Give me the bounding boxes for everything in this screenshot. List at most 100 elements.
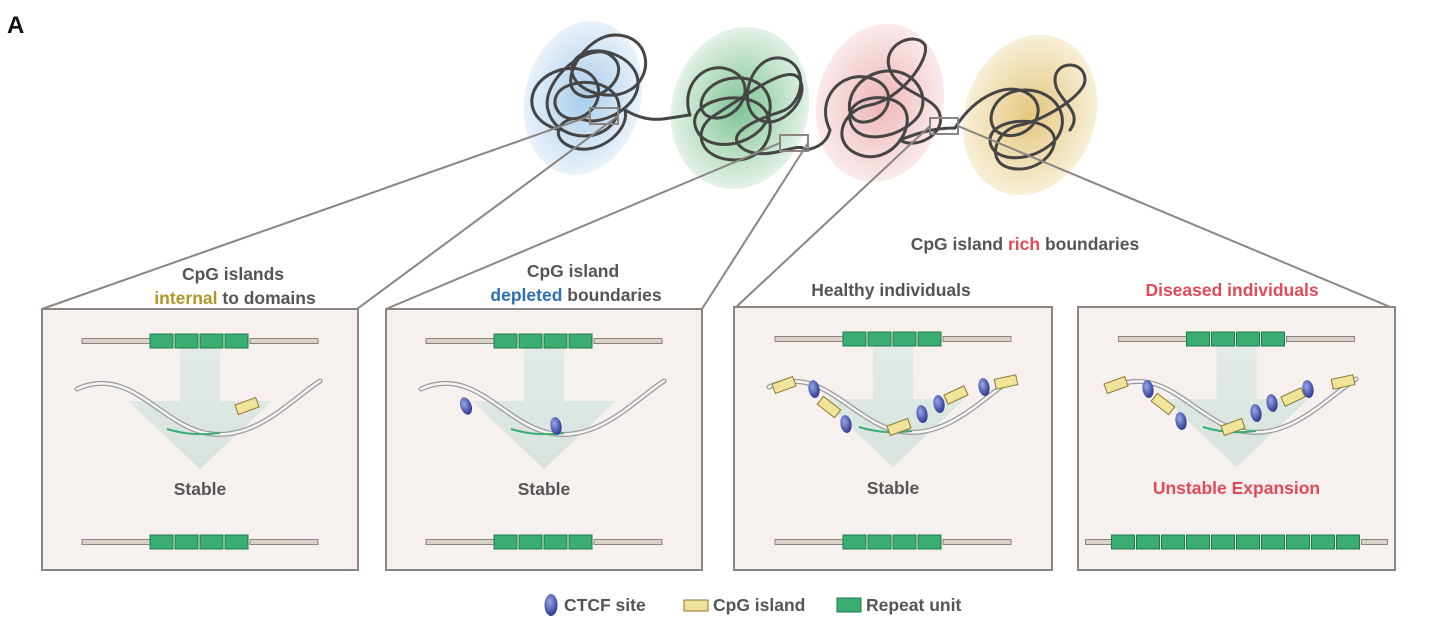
panel-outcome: Stable bbox=[174, 479, 227, 499]
legend-ctcf-icon bbox=[544, 594, 558, 616]
cpg-island bbox=[993, 374, 1019, 390]
repeat-unit bbox=[224, 333, 249, 349]
repeat-unit bbox=[1186, 534, 1210, 550]
cpg-island bbox=[816, 395, 842, 419]
repeat-unit bbox=[867, 331, 892, 347]
repeat-unit bbox=[493, 333, 518, 349]
repeat-unit bbox=[518, 333, 543, 349]
cpg-island bbox=[886, 417, 912, 437]
ctcf-site bbox=[808, 380, 820, 398]
fiber-repeat-segment bbox=[166, 428, 221, 436]
panel-diseased: Unstable Expansion bbox=[1077, 306, 1396, 571]
cpg-island bbox=[1220, 417, 1246, 437]
panel-depleted: Stable bbox=[385, 308, 703, 571]
legend-cpg-icon bbox=[683, 599, 709, 612]
ctcf-site bbox=[550, 417, 562, 435]
ctcf-site bbox=[1175, 412, 1187, 430]
panel-3-title: Healthy individuals bbox=[811, 280, 971, 300]
repeat-unit bbox=[1236, 534, 1260, 550]
repeat-unit bbox=[892, 534, 917, 550]
repeat-unit bbox=[1261, 331, 1285, 347]
repeat-unit bbox=[892, 331, 917, 347]
panel-outcome: Stable bbox=[518, 479, 571, 499]
repeat-unit bbox=[518, 534, 543, 550]
repeat-unit bbox=[199, 534, 224, 550]
dna-flank-right bbox=[942, 539, 1012, 545]
dna-flank-left bbox=[81, 338, 151, 344]
dna-flank-left bbox=[774, 336, 844, 342]
transition-arrow bbox=[1164, 345, 1309, 467]
ctcf-site bbox=[1142, 380, 1154, 398]
ctcf-site bbox=[459, 397, 473, 415]
repeat-unit bbox=[842, 331, 867, 347]
repeat-unit bbox=[1311, 534, 1335, 550]
repeat-unit bbox=[199, 333, 224, 349]
repeat-unit bbox=[917, 534, 942, 550]
repeat-unit bbox=[149, 333, 174, 349]
chromatin-fiber bbox=[530, 33, 1087, 171]
repeat-unit bbox=[867, 534, 892, 550]
dna-flank-right bbox=[249, 338, 319, 344]
repeat-unit bbox=[568, 333, 593, 349]
repeat-unit bbox=[1211, 534, 1235, 550]
ctcf-site bbox=[978, 378, 990, 396]
repeat-unit bbox=[543, 534, 568, 550]
cpg-island bbox=[1150, 392, 1176, 416]
header-rich-boundaries: CpG island rich boundaries bbox=[911, 234, 1140, 254]
dna-flank-right bbox=[1361, 539, 1388, 545]
repeat-unit bbox=[1136, 534, 1160, 550]
repeat-unit bbox=[842, 534, 867, 550]
dna-flank-right bbox=[942, 336, 1012, 342]
repeat-unit bbox=[149, 534, 174, 550]
dna-flank-right bbox=[593, 338, 663, 344]
repeat-unit bbox=[1111, 534, 1135, 550]
transition-arrow bbox=[128, 347, 272, 469]
transition-arrow bbox=[472, 347, 616, 469]
repeat-unit bbox=[568, 534, 593, 550]
panel-2-title-line1: CpG island bbox=[527, 261, 619, 281]
domain-green bbox=[670, 26, 810, 190]
dna-flank-right bbox=[593, 539, 663, 545]
cpg-island bbox=[771, 375, 797, 395]
cpg-island bbox=[943, 385, 969, 405]
ctcf-site bbox=[1266, 394, 1278, 412]
repeat-unit bbox=[224, 534, 249, 550]
cpg-island bbox=[234, 396, 260, 416]
panel-outcome: Stable bbox=[867, 478, 920, 498]
repeat-unit bbox=[1161, 534, 1185, 550]
legend: CTCF site CpG island Repeat unit bbox=[544, 594, 961, 616]
panels: Stable Stable Stable Unstable Expansion bbox=[41, 306, 1396, 571]
repeat-unit bbox=[1286, 534, 1310, 550]
repeat-unit bbox=[1186, 331, 1210, 347]
cpg-island bbox=[1330, 374, 1356, 390]
ctcf-site bbox=[1302, 380, 1314, 398]
repeat-unit bbox=[174, 534, 199, 550]
panel-2-title-line2: depleted boundaries bbox=[490, 285, 661, 305]
dna-flank-left bbox=[425, 338, 495, 344]
domain-blue bbox=[523, 21, 643, 175]
panel-outcome: Unstable Expansion bbox=[1153, 478, 1320, 498]
legend-ctcf-label: CTCF site bbox=[564, 595, 646, 615]
repeat-unit bbox=[174, 333, 199, 349]
zoom-lines bbox=[41, 115, 1396, 310]
cpg-island bbox=[1103, 375, 1129, 395]
panel-healthy: Stable bbox=[733, 306, 1053, 571]
cpg-island bbox=[1280, 387, 1306, 407]
dna-flank-left bbox=[1085, 539, 1112, 545]
panel-internal: Stable bbox=[41, 308, 359, 571]
repeat-unit bbox=[1236, 331, 1260, 347]
dna-flank-left bbox=[1118, 336, 1187, 342]
figure-label: A bbox=[7, 12, 24, 39]
panel-1-title-line1: CpG islands bbox=[182, 264, 284, 284]
dna-flank-right bbox=[1286, 336, 1355, 342]
legend-repeat-label: Repeat unit bbox=[866, 595, 961, 615]
ctcf-site bbox=[933, 395, 945, 413]
repeat-unit bbox=[1261, 534, 1285, 550]
legend-cpg-label: CpG island bbox=[713, 595, 805, 615]
panel-1-title-line2: internal to domains bbox=[154, 288, 316, 308]
legend-repeat-icon bbox=[836, 597, 862, 613]
fiber-repeat-segment bbox=[858, 426, 913, 434]
ctcf-site bbox=[840, 415, 852, 433]
repeat-unit bbox=[1336, 534, 1360, 550]
